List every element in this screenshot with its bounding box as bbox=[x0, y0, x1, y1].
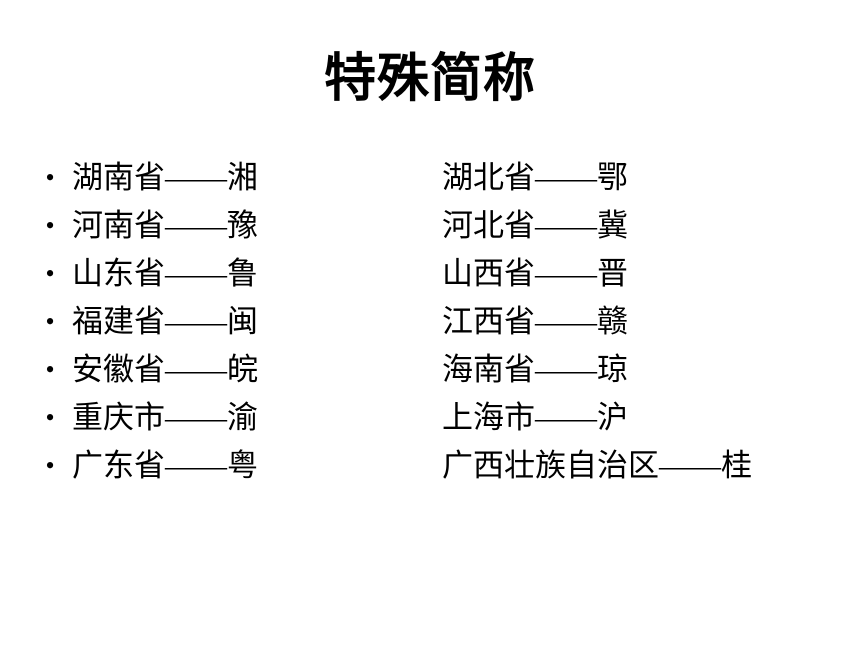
bullet: • bbox=[45, 211, 55, 240]
list-item: • 安徽省——皖 海南省——琼 bbox=[0, 346, 860, 394]
list-item-left: 安徽省——皖 bbox=[72, 352, 258, 387]
list-item: • 福建省——闽 江西省——赣 bbox=[0, 298, 860, 346]
list-item-left: 重庆市——渝 bbox=[72, 400, 258, 435]
list-item-left: 湖南省——湘 bbox=[72, 160, 258, 195]
list-item: • 河南省——豫 河北省——冀 bbox=[0, 202, 860, 250]
bullet: • bbox=[45, 307, 55, 336]
list-item-right: 上海市——沪 bbox=[442, 400, 628, 435]
bullet: • bbox=[45, 355, 55, 384]
bullet: • bbox=[45, 451, 55, 480]
list-item: • 山东省——鲁 山西省——晋 bbox=[0, 250, 860, 298]
bullet: • bbox=[45, 259, 55, 288]
bullet: • bbox=[45, 403, 55, 432]
bullet: • bbox=[45, 163, 55, 192]
list-item-right: 河北省——冀 bbox=[442, 208, 628, 243]
list-item-left: 河南省——豫 bbox=[72, 208, 258, 243]
list-item-left: 福建省——闽 bbox=[72, 304, 258, 339]
list-item-right: 湖北省——鄂 bbox=[442, 160, 628, 195]
list-item-left: 山东省——鲁 bbox=[72, 256, 258, 291]
abbreviation-list: • 湖南省——湘 湖北省——鄂 • 河南省——豫 河北省——冀 • 山东省——鲁… bbox=[0, 154, 860, 494]
list-item: • 重庆市——渝 上海市——沪 bbox=[0, 394, 860, 442]
list-item-right: 山西省——晋 bbox=[442, 256, 628, 291]
list-item-right: 江西省——赣 bbox=[442, 304, 628, 339]
list-item-right: 海南省——琼 bbox=[442, 352, 628, 387]
slide-title: 特殊简称 bbox=[323, 51, 536, 108]
list-item-right: 广西壮族自治区——桂 bbox=[442, 448, 752, 483]
list-item: • 广东省——粤 广西壮族自治区——桂 bbox=[0, 442, 860, 490]
list-item: • 湖南省——湘 湖北省——鄂 bbox=[0, 154, 860, 202]
list-item-left: 广东省——粤 bbox=[72, 448, 258, 483]
